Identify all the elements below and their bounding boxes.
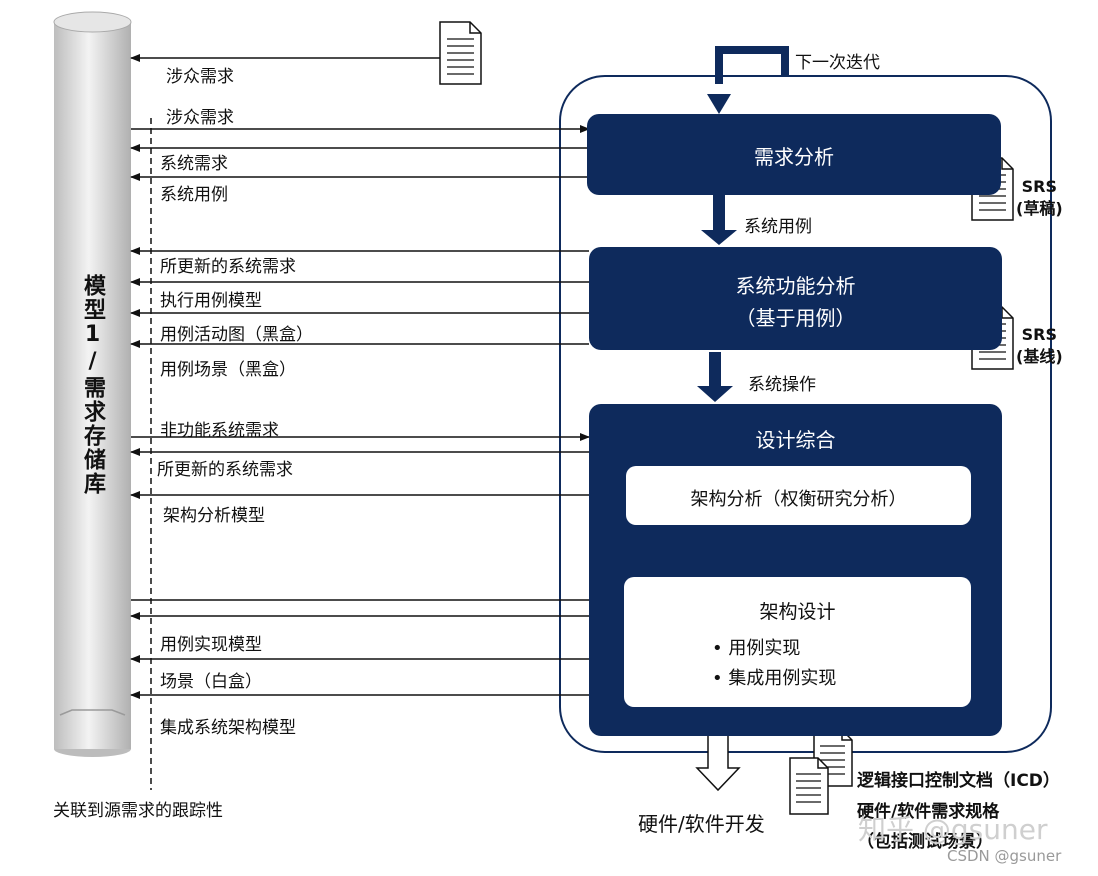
flow-label-operations: 系统操作: [748, 375, 816, 395]
spec-document-icon: [789, 757, 829, 815]
flow-arrow-1: [701, 195, 737, 245]
label-stakeholder-req-top: 涉众需求: [166, 67, 234, 87]
design-synthesis-title: 设计综合: [755, 428, 836, 452]
next-iteration-label: 下一次迭代: [795, 53, 880, 73]
bullet-text-2: 集成用例实现: [728, 668, 837, 689]
requirements-analysis-title: 需求分析: [754, 145, 834, 169]
flow-arrow-2: [697, 352, 733, 402]
csdn-watermark: CSDN @gsuner: [947, 847, 1062, 865]
repository-cylinder: [53, 11, 132, 757]
label-updated-system-req-1: 所更新的系统需求: [160, 257, 296, 277]
traceability-label: 关联到源需求的跟踪性: [53, 801, 223, 821]
architecture-design-title: 架构设计: [759, 601, 836, 623]
srs-draft-line1: SRS: [1021, 177, 1057, 196]
srs-baseline-label: SRS (基线): [1016, 324, 1063, 368]
document-icon: [439, 21, 482, 85]
flow-label-use-cases: 系统用例: [744, 217, 812, 237]
bullet-integrated-use-case-realization: • 集成用例实现: [712, 668, 837, 689]
srs-baseline-line2: (基线): [1016, 347, 1063, 366]
next-iteration-arrow: [707, 46, 789, 114]
hw-sw-spec-label: 硬件/软件需求规格: [857, 802, 1000, 822]
srs-draft-line2: (草稿): [1016, 199, 1063, 218]
label-updated-system-req-2: 所更新的系统需求: [157, 460, 293, 480]
hw-sw-dev-label: 硬件/软件开发: [638, 812, 765, 836]
srs-baseline-line1: SRS: [1021, 325, 1057, 344]
iteration-container: [559, 75, 1052, 753]
zhihu-watermark: 知乎 @gsuner: [858, 813, 1048, 846]
label-scenarios-white-box: 场景（白盒）: [160, 672, 262, 692]
bullet-text-1: 用例实现: [728, 638, 801, 659]
label-nonfunctional-req: 非功能系统需求: [160, 421, 279, 441]
functional-analysis-title: 系统功能分析: [735, 274, 856, 298]
label-arch-analysis-model: 架构分析模型: [163, 506, 265, 526]
label-use-case-scenarios: 用例场景（黑盒）: [160, 360, 296, 380]
architecture-design-box: 架构设计 • 用例实现 • 集成用例实现: [624, 577, 971, 707]
label-use-case-activity-diagram: 用例活动图（黑盒）: [160, 325, 313, 345]
test-scenarios-label: （包括测试场景）: [857, 832, 993, 852]
bullet-use-case-realization: • 用例实现: [712, 638, 801, 659]
repository-label: 模型1/需求存储库: [80, 274, 105, 496]
label-use-case-realization-model: 用例实现模型: [160, 635, 262, 655]
label-stakeholder-req: 涉众需求: [166, 108, 234, 128]
label-integrated-arch-model: 集成系统架构模型: [160, 718, 296, 738]
architecture-analysis-box: 架构分析（权衡研究分析）: [626, 466, 971, 525]
label-system-req: 系统需求: [160, 154, 228, 174]
srs-draft-label: SRS (草稿): [1016, 176, 1063, 220]
label-executable-use-case-model: 执行用例模型: [160, 291, 262, 311]
requirements-analysis-box: 需求分析: [587, 114, 1001, 195]
functional-analysis-box: 系统功能分析 （基于用例）: [589, 247, 1002, 350]
label-system-use-cases: 系统用例: [160, 185, 228, 205]
connector-lines: [130, 54, 626, 699]
architecture-analysis-title: 架构分析（权衡研究分析）: [690, 489, 907, 510]
icd-label: 逻辑接口控制文档（ICD）: [857, 771, 1060, 791]
functional-analysis-subtitle: （基于用例）: [735, 306, 856, 330]
